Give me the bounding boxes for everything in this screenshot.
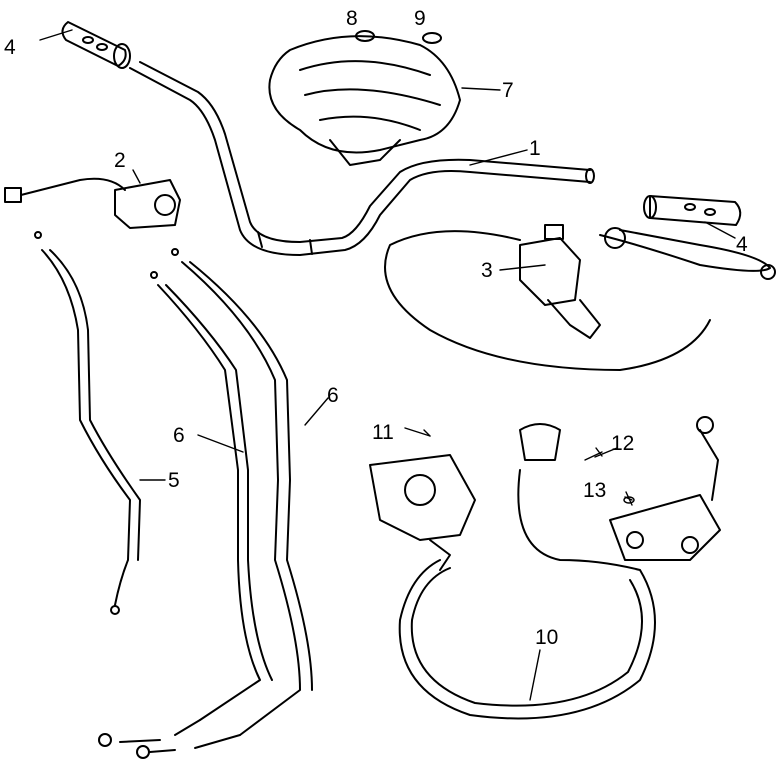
grip-right [643, 195, 742, 226]
bolt-11 [404, 427, 431, 437]
callout-handlebar: 1 [529, 137, 541, 160]
callout-grip-left: 4 [4, 36, 16, 59]
bolt-13 [623, 491, 635, 506]
callout-cable-5: 5 [168, 469, 180, 492]
callout-switch: 2 [114, 149, 126, 172]
cable-5 [34, 231, 141, 615]
callout-cable-6a: 6 [173, 424, 185, 447]
bolt-12 [584, 447, 603, 461]
callout-cover: 7 [502, 79, 514, 102]
callout-nut-8: 8 [346, 7, 358, 30]
handlebar [129, 61, 595, 256]
callout-grip-right: 4 [736, 233, 748, 256]
callout-nut-9: 9 [414, 7, 426, 30]
callout-cable-6b: 6 [327, 384, 339, 407]
grip-left [61, 21, 131, 69]
nut-9 [422, 32, 442, 44]
callout-brake-hose: 10 [535, 626, 559, 649]
switch-assembly [4, 177, 181, 229]
callout-brake-lever: 3 [481, 259, 493, 282]
callout-bolt-11: 11 [372, 421, 394, 444]
handlebar-cover [268, 35, 461, 166]
cable-6b [136, 248, 313, 759]
nut-8 [355, 30, 375, 42]
cable-6a [98, 271, 273, 747]
master-cylinder [519, 416, 721, 561]
callout-bolt-13: 13 [583, 479, 607, 502]
brake-lever-assembly [384, 224, 776, 371]
brake-caliper [369, 454, 476, 571]
leader-lines [39, 29, 736, 701]
callout-bolt-12: 12 [611, 432, 635, 455]
brake-hose [398, 469, 656, 720]
